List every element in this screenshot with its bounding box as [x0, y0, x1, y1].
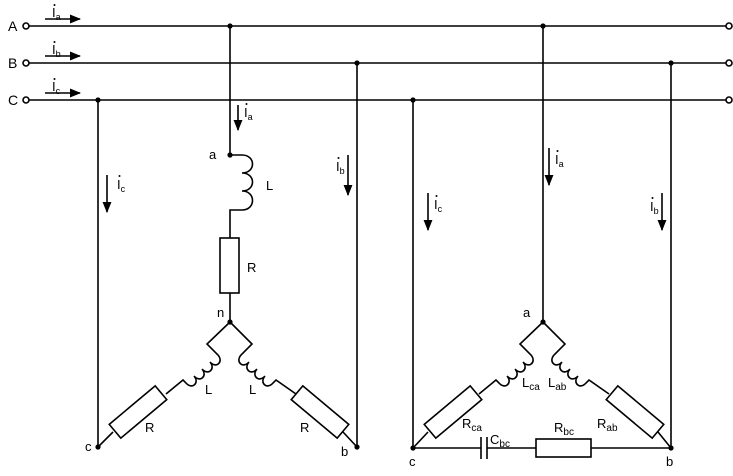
star-resistor-left — [108, 384, 168, 440]
phasor-dot — [118, 175, 121, 177]
junction-dot — [227, 152, 233, 158]
star-node-b: b — [341, 444, 348, 459]
junction-dot — [540, 319, 546, 325]
junction-dot — [95, 97, 101, 103]
delta-node-c: c — [409, 454, 416, 469]
phasor-dot — [556, 150, 559, 152]
star-current-c-label: Ic — [117, 177, 126, 194]
delta-resistor-ca-label: Rca — [462, 416, 482, 434]
delta-wire-ca-end — [412, 431, 429, 449]
star-inductor-left-label: L — [205, 382, 212, 397]
line-label-b: B — [8, 55, 17, 71]
line-label-a: A — [8, 18, 18, 34]
phasor-dot — [53, 4, 56, 6]
delta-inductor-ab — [542, 321, 610, 395]
line-current-a-label: Ia — [52, 5, 61, 22]
delta-resistor-ab-label: Rab — [597, 416, 618, 434]
star-current-a-label: Ia — [244, 105, 253, 122]
star-node-c: c — [85, 439, 92, 454]
junction-dot — [668, 445, 674, 451]
phasor-dot — [53, 41, 56, 43]
star-inductor-right-label: L — [249, 382, 256, 397]
terminal-b-right — [725, 59, 733, 67]
delta-inductor-ab-label: Lab — [548, 375, 567, 393]
phasor-dot — [337, 157, 340, 159]
star-inductor-top-label: L — [266, 178, 273, 193]
phasor-dot — [651, 197, 654, 199]
delta-resistor-ca — [423, 384, 483, 440]
delta-wire-ab-end — [657, 431, 672, 449]
line-current-b-label: Ib — [52, 42, 61, 59]
delta-inductor-ca — [478, 321, 544, 395]
star-node-a: a — [209, 147, 217, 162]
junction-dot — [95, 444, 101, 450]
junction-dot — [227, 23, 233, 29]
terminal-c-right — [725, 96, 733, 104]
star-resistor-top-label: R — [247, 260, 256, 275]
star-wire-b-diag — [342, 431, 358, 448]
star-inductor-left — [165, 321, 231, 395]
junction-dot — [668, 60, 674, 66]
star-resistor-right-label: R — [300, 420, 309, 435]
junction-dot — [354, 444, 360, 450]
phasor-dot — [435, 195, 438, 197]
phasor-dot — [53, 78, 56, 80]
terminal-c-left — [22, 96, 30, 104]
junction-dot — [354, 60, 360, 66]
star-resistor-left-label: R — [145, 420, 154, 435]
star-wire-c-diag — [97, 431, 114, 448]
star-resistor-top — [219, 237, 240, 294]
star-current-b-label: Ib — [336, 159, 345, 176]
delta-current-a-label: Ia — [555, 152, 564, 169]
delta-resistor-ab — [605, 384, 665, 440]
delta-current-b-label: Ib — [650, 199, 659, 216]
junction-dot — [540, 23, 546, 29]
delta-resistor-bc — [535, 438, 592, 458]
delta-current-c-label: Ic — [434, 197, 443, 214]
junction-dot — [410, 97, 416, 103]
line-label-c: C — [8, 92, 18, 108]
delta-inductor-ca-label: Lca — [522, 375, 540, 393]
line-current-c-label: Ic — [52, 79, 61, 96]
star-inductor-right — [229, 321, 297, 395]
phasor-dot — [245, 103, 248, 105]
star-inductor-top — [229, 154, 254, 238]
star-node-n: n — [217, 305, 224, 320]
delta-capacitor-bc-label: Cbc — [490, 432, 510, 450]
terminal-b-left — [22, 59, 30, 67]
junction-dot — [410, 445, 416, 451]
terminal-a-right — [725, 22, 733, 30]
terminal-a-left — [22, 22, 30, 30]
junction-dot — [227, 319, 233, 325]
star-resistor-right — [290, 384, 350, 440]
delta-node-b: b — [666, 454, 673, 469]
delta-resistor-bc-label: Rbc — [554, 420, 574, 438]
delta-node-a: a — [523, 305, 531, 320]
